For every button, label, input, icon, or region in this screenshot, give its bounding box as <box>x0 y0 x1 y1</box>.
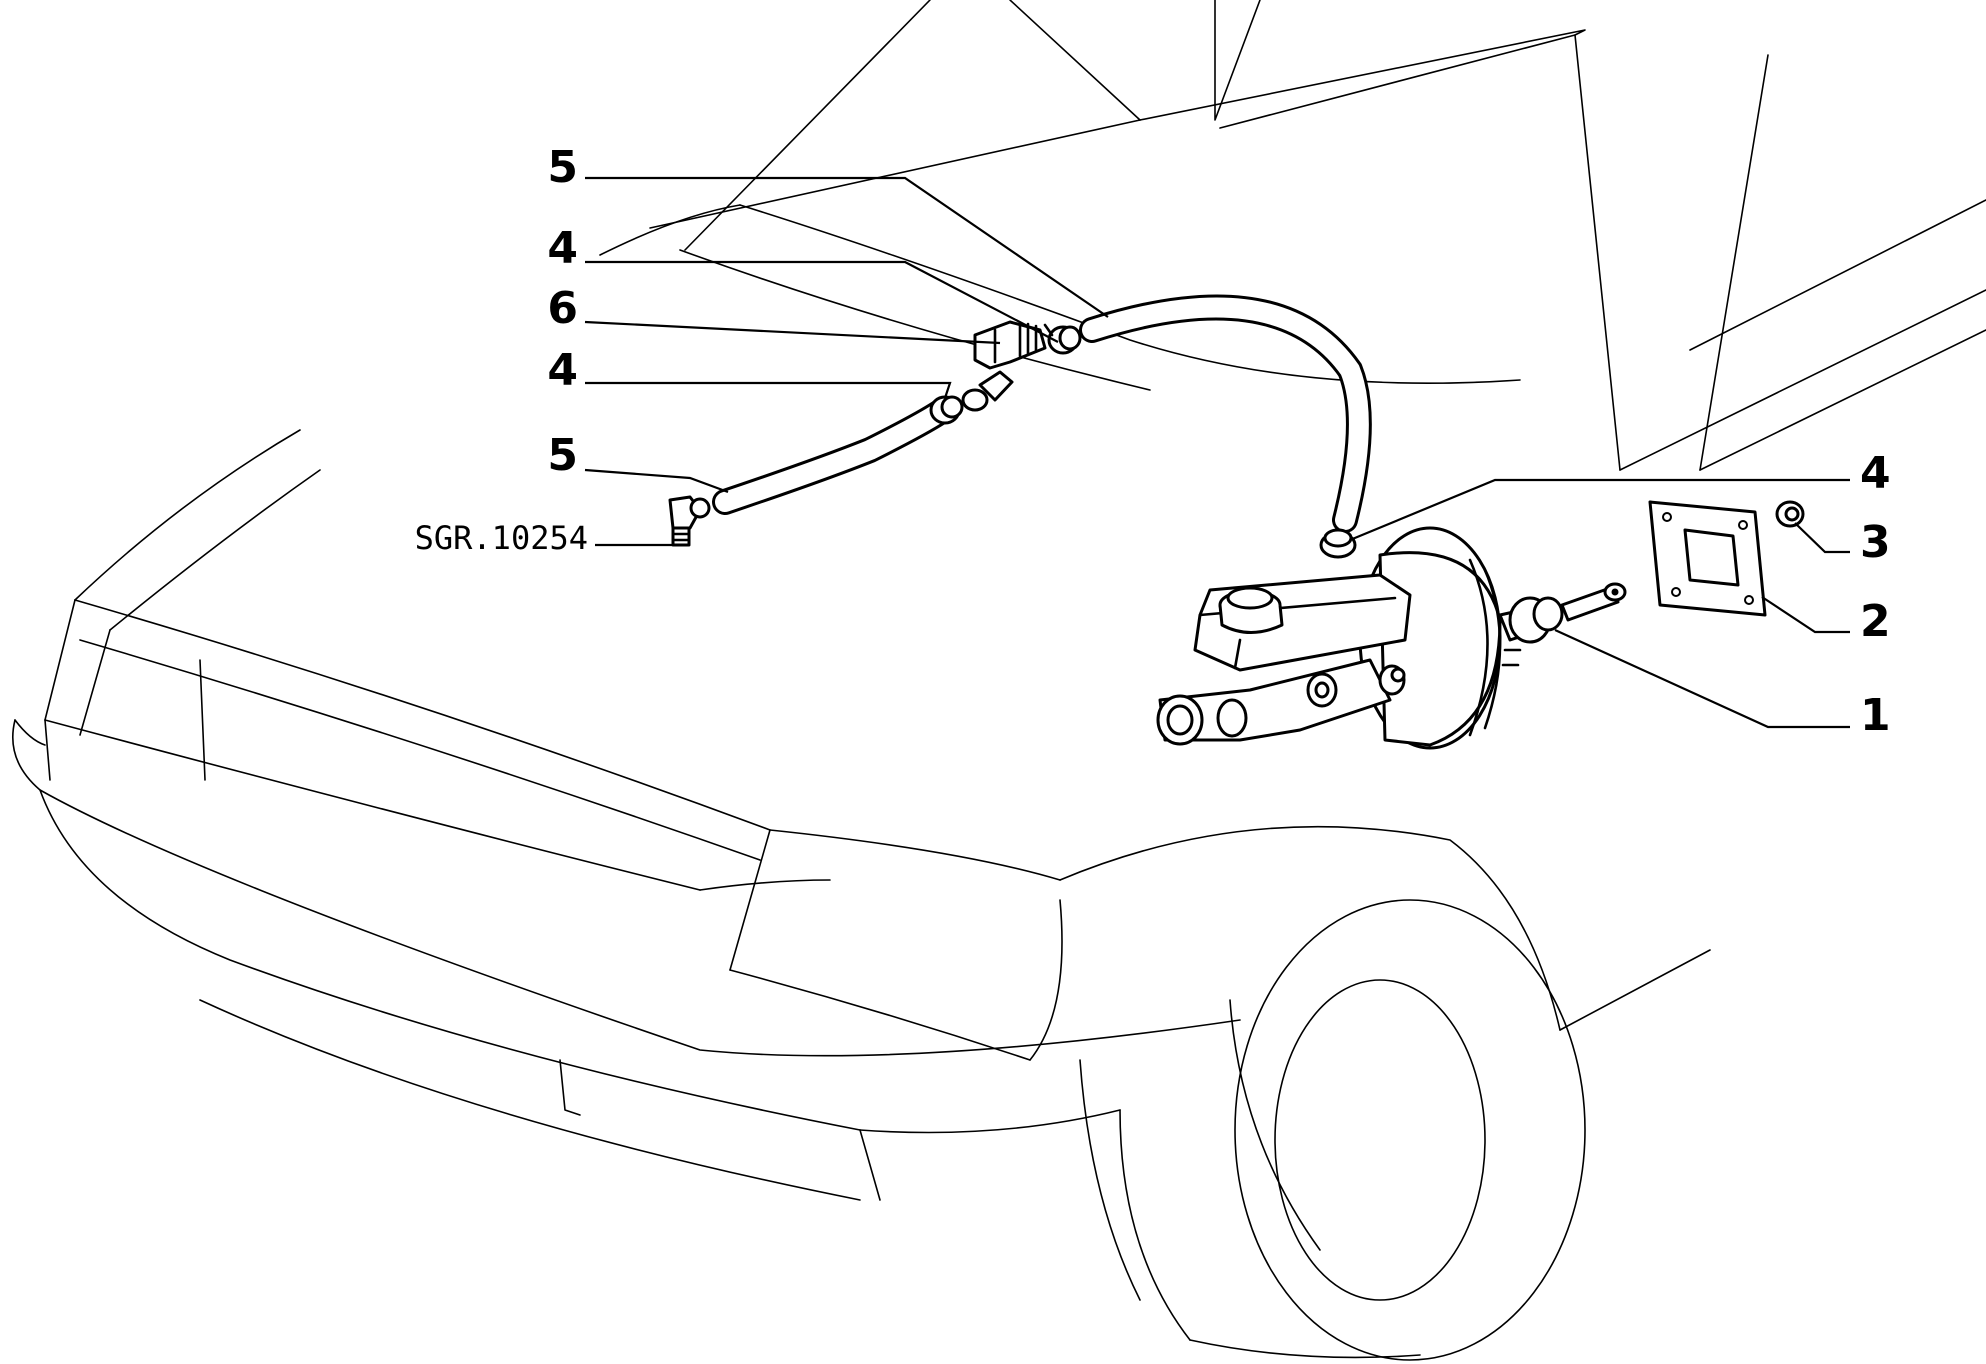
vacuum-hose-assembly <box>668 294 1372 559</box>
servo-booster-assembly <box>1156 526 1627 750</box>
callout-hose-lower: 5 <box>547 430 578 481</box>
callout-nut: 3 <box>1860 517 1891 568</box>
car-outline <box>12 0 1986 1361</box>
callout-clamp-upper: 4 <box>547 223 578 274</box>
callout-clamp-booster: 4 <box>1860 448 1891 499</box>
drawing-reference: SGR.10254 <box>415 519 588 557</box>
callout-gasket: 2 <box>1860 596 1891 647</box>
gasket-part <box>1648 500 1767 617</box>
callout-servo-booster: 1 <box>1860 690 1891 741</box>
callout-hose-upper: 5 <box>547 142 578 193</box>
callout-clamp-lower: 4 <box>547 345 578 396</box>
leader-lines <box>584 176 1850 729</box>
nut-part <box>1775 500 1805 528</box>
callout-tee-fitting: 6 <box>547 283 578 334</box>
